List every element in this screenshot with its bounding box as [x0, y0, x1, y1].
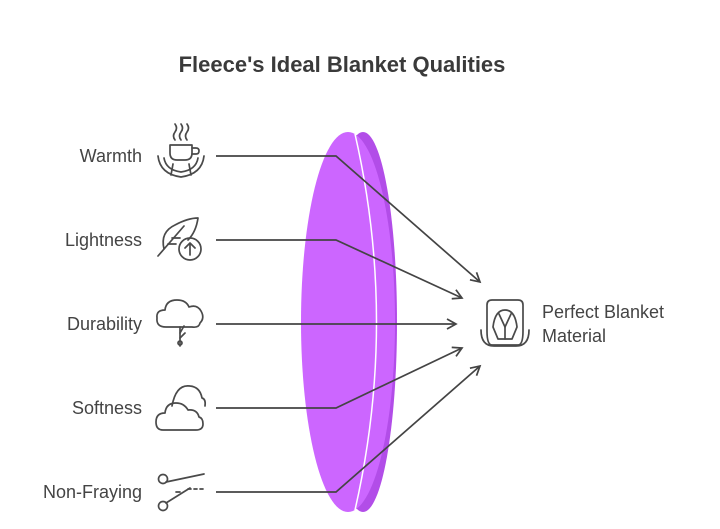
label-warmth: Warmth	[80, 146, 142, 166]
scissors-icon	[157, 473, 205, 512]
label-non-fraying: Non-Fraying	[43, 482, 142, 502]
connector-warmth	[216, 155, 482, 284]
lens-front	[301, 132, 395, 512]
label-softness: Softness	[72, 398, 142, 418]
lens-highlight	[354, 133, 378, 511]
connector-softness	[216, 346, 464, 409]
connectors	[216, 155, 482, 493]
label-lightness: Lightness	[65, 230, 142, 250]
lens	[301, 132, 397, 512]
connector-non-fraying	[216, 364, 482, 493]
connector-lightness	[216, 239, 464, 300]
cloud-icon	[155, 385, 207, 431]
output-label-line1: Perfect Blanket	[542, 302, 664, 322]
tree-icon	[156, 299, 204, 347]
coffee-cup-icon	[157, 123, 205, 178]
diagram-title: Fleece's Ideal Blanket Qualities	[178, 52, 506, 77]
label-durability: Durability	[67, 314, 142, 334]
feather-up-icon	[157, 217, 202, 261]
output-label-line2: Material	[542, 326, 606, 346]
car-seat-icon	[480, 299, 530, 347]
